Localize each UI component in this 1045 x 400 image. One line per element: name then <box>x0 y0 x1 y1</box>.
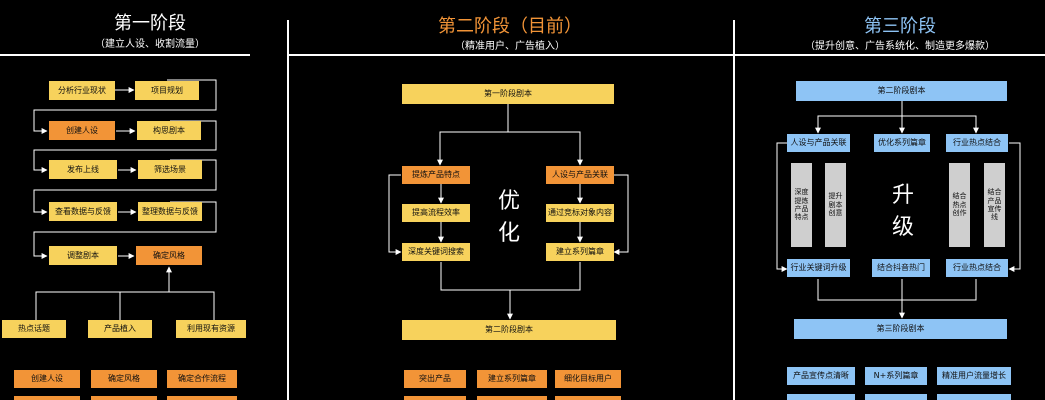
stage3-mid-script: 第三阶段剧本 <box>794 319 1007 339</box>
input-source: 热点话题 <box>2 320 66 338</box>
flow-step: 查看数据与反馈 <box>49 202 117 221</box>
stage2-left-step: 深度关键词搜索 <box>402 243 470 261</box>
column-divider <box>287 20 289 400</box>
result-item: 确定合作流程 <box>167 370 237 388</box>
stage3-subtitle: （提升创意、广告系统化、制造更多爆款） <box>805 41 995 52</box>
stage2-title: 第二阶段（目前） <box>438 16 582 37</box>
flow-step: 发布上线 <box>49 160 117 179</box>
column-divider <box>733 20 735 400</box>
flow-step: 调整剧本 <box>49 246 117 265</box>
stage3-top-step: 行业热点结合 <box>946 134 1008 152</box>
stage3-gray-step: 结合热点创作 <box>949 163 970 247</box>
flow-step: 确定风格 <box>136 246 202 265</box>
result-item-cut <box>14 396 80 400</box>
result-item-cut <box>167 396 237 400</box>
stage3-center-label: 升级 <box>891 183 914 240</box>
input-source: 产品植入 <box>88 320 152 338</box>
flow-step: 构思剧本 <box>137 121 201 140</box>
stage2-subtitle: （精准用户、广告植入） <box>455 41 565 52</box>
result-item: 细化目标用户 <box>555 370 621 388</box>
result-item: N+系列篇章 <box>865 367 927 385</box>
header-underline <box>735 54 1045 56</box>
flow-step: 筛选场景 <box>138 160 202 179</box>
stage3-gray-step: 结合产品宣传线 <box>984 163 1005 247</box>
input-source: 利用现有资源 <box>176 320 246 338</box>
stage3-top-script: 第二阶段剧本 <box>796 81 1007 101</box>
stage2-center-label: 优化 <box>497 189 520 246</box>
result-item: 建立系列篇章 <box>477 370 547 388</box>
result-item-cut <box>555 396 621 400</box>
stage2-right-step: 人设与产品关联 <box>546 166 614 184</box>
stage3-top-step: 优化系列篇章 <box>874 134 930 152</box>
stage3-bottom-step: 结合抖音热门 <box>872 259 930 277</box>
stage2-left-step: 提炼产品特点 <box>402 166 470 184</box>
result-item-cut <box>477 396 547 400</box>
result-item-cut <box>91 396 157 400</box>
stage3-bottom-step: 行业热点结合 <box>946 259 1008 277</box>
stage2-top-script: 第一阶段剧本 <box>402 84 614 104</box>
header-underline <box>0 54 250 56</box>
flow-step: 创建人设 <box>49 121 115 140</box>
stage3-gray-step: 深度提炼产品特点 <box>791 163 812 247</box>
result-item-cut <box>937 394 1011 400</box>
flow-step: 整理数据与反馈 <box>138 202 202 221</box>
stage3-title: 第三阶段 <box>864 16 936 37</box>
result-item: 确定风格 <box>91 370 157 388</box>
result-item: 产品宣传点清晰 <box>787 367 855 385</box>
stage2-right-step: 通过竞标对象内容 <box>546 204 614 222</box>
stage1-title: 第一阶段 <box>114 13 186 34</box>
result-item-cut <box>404 396 466 400</box>
stage3-bottom-step: 行业关键词升级 <box>787 259 850 277</box>
result-item-cut <box>787 394 855 400</box>
stage3-gray-step: 提升剧本创意 <box>825 163 846 247</box>
result-item-cut <box>865 394 927 400</box>
result-item: 突出产品 <box>404 370 466 388</box>
result-item: 创建人设 <box>14 370 80 388</box>
stage2-right-step: 建立系列篇章 <box>546 243 614 261</box>
stage2-left-step: 提高流程效率 <box>402 204 470 222</box>
result-item: 精准用户流量增长 <box>937 367 1011 385</box>
stage1-subtitle: （建立人设、收割流量） <box>95 39 205 50</box>
header-underline <box>288 54 733 56</box>
stage2-mid-script: 第二阶段剧本 <box>402 320 616 340</box>
flow-step: 项目规划 <box>135 81 199 100</box>
stage3-top-step: 人设与产品关联 <box>787 134 850 152</box>
flow-step: 分析行业现状 <box>49 81 115 100</box>
